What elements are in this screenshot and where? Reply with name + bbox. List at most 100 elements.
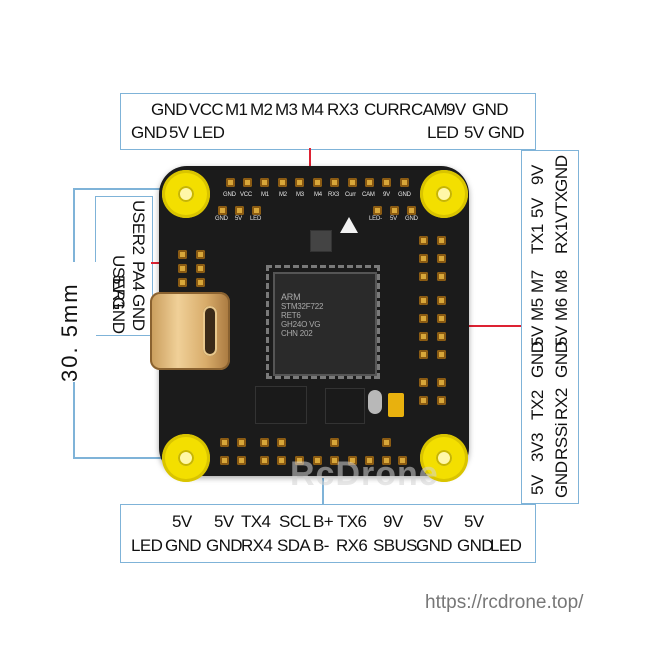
solder-pad [313, 456, 322, 465]
dimension-tick-bottom [73, 457, 185, 459]
dimension-label-text: 30. 5mm [57, 282, 82, 382]
top-label: M4 [301, 100, 324, 119]
solder-pad [437, 378, 446, 387]
top-label: LED [193, 123, 225, 142]
solder-pad [196, 250, 205, 259]
top-label: M3 [275, 100, 298, 119]
right-label: GND [552, 341, 571, 378]
silk-label: M1 [261, 192, 269, 198]
top-label: M2 [250, 100, 273, 119]
usb-c-connector [150, 292, 230, 370]
top-label: 9V [446, 100, 466, 119]
right-marker-line [462, 325, 521, 327]
solder-pad [178, 278, 187, 287]
solder-pad [437, 236, 446, 245]
right-label: VTX [552, 191, 571, 223]
top-label: GND [488, 123, 525, 142]
silk-label: VCC [240, 192, 253, 198]
right-label: 5V [528, 475, 547, 495]
mounting-hole-bottom-left [162, 434, 210, 482]
left-label: GND [129, 294, 148, 331]
solder-pad [330, 178, 339, 187]
silk-label: LED [250, 216, 262, 222]
bottom-label: SCL [279, 512, 311, 531]
right-label: TX1 [528, 224, 547, 254]
solder-pad [437, 396, 446, 405]
top-marker-line [309, 148, 311, 178]
mounting-hole-top-right [420, 170, 468, 218]
solder-pad [277, 456, 286, 465]
solder-pad [260, 178, 269, 187]
bottom-label: SDA [277, 536, 311, 555]
bottom-callout-line [322, 478, 324, 504]
top-label: CURR [364, 100, 411, 119]
mounting-hole-bottom-right [420, 434, 468, 482]
top-label: 5V [169, 123, 189, 142]
solder-pad [437, 350, 446, 359]
bottom-label: GND [416, 536, 453, 555]
bottom-label: RX4 [241, 536, 273, 555]
solder-pad [419, 296, 428, 305]
bottom-label: 9V [383, 512, 403, 531]
solder-pad [313, 178, 322, 187]
solder-pad [437, 314, 446, 323]
bottom-label: GND [206, 536, 243, 555]
mcu-line: GH24O VG [281, 320, 321, 329]
bottom-label: TX6 [337, 512, 367, 531]
solder-pad [390, 206, 399, 215]
left-label: USER2 [129, 200, 148, 255]
solder-pad [373, 206, 382, 215]
solder-pad [196, 278, 205, 287]
solder-pad [437, 296, 446, 305]
right-label-box [521, 150, 579, 504]
right-label: 5V [552, 326, 571, 346]
bottom-label: B- [313, 536, 329, 555]
bottom-label-box [120, 504, 536, 563]
right-label: M5 [528, 298, 547, 321]
silk-label: CAM [362, 192, 375, 198]
solder-pad [419, 272, 428, 281]
left-label: 5V [109, 275, 128, 295]
solder-pad [220, 456, 229, 465]
silk-label: RX3 [328, 192, 340, 198]
bottom-label: B+ [313, 512, 334, 531]
silk-label: Curr [345, 192, 356, 198]
solder-pad [235, 206, 244, 215]
solder-pad [365, 178, 374, 187]
silk-label: 5V [235, 216, 242, 222]
top-label: VCC [189, 100, 224, 119]
solder-pad [196, 264, 205, 273]
solder-pad [419, 236, 428, 245]
solder-pad [252, 206, 261, 215]
silk-label: 5V [390, 216, 397, 222]
mounting-hole-top-left [162, 170, 210, 218]
top-label: M1 [225, 100, 248, 119]
solder-pad [437, 332, 446, 341]
bottom-label: SBUS [373, 536, 418, 555]
solder-pad [365, 456, 374, 465]
bottom-label: LED [490, 536, 522, 555]
top-label: GND [472, 100, 509, 119]
right-label: GND [552, 155, 571, 192]
right-label: 3V3 [528, 432, 547, 462]
silk-label: 9V [383, 192, 390, 198]
top-label: CAM [411, 100, 448, 119]
solder-pad [295, 456, 304, 465]
top-label: GND [151, 100, 188, 119]
usb-c-port-opening [203, 306, 217, 356]
solder-pad [382, 438, 391, 447]
solder-pad [419, 396, 428, 405]
solder-pad [348, 456, 357, 465]
regulator-chip [325, 388, 365, 424]
dimension-label [52, 262, 96, 382]
solder-pad [278, 178, 287, 187]
solder-pad [243, 178, 252, 187]
right-label: 9V [528, 165, 547, 185]
solder-pad [419, 332, 428, 341]
arrow-icon [340, 217, 358, 233]
mcu-chip [273, 272, 377, 376]
solder-pad [260, 456, 269, 465]
right-label: M8 [552, 270, 571, 293]
right-label: M6 [552, 298, 571, 321]
solder-pad [220, 438, 229, 447]
